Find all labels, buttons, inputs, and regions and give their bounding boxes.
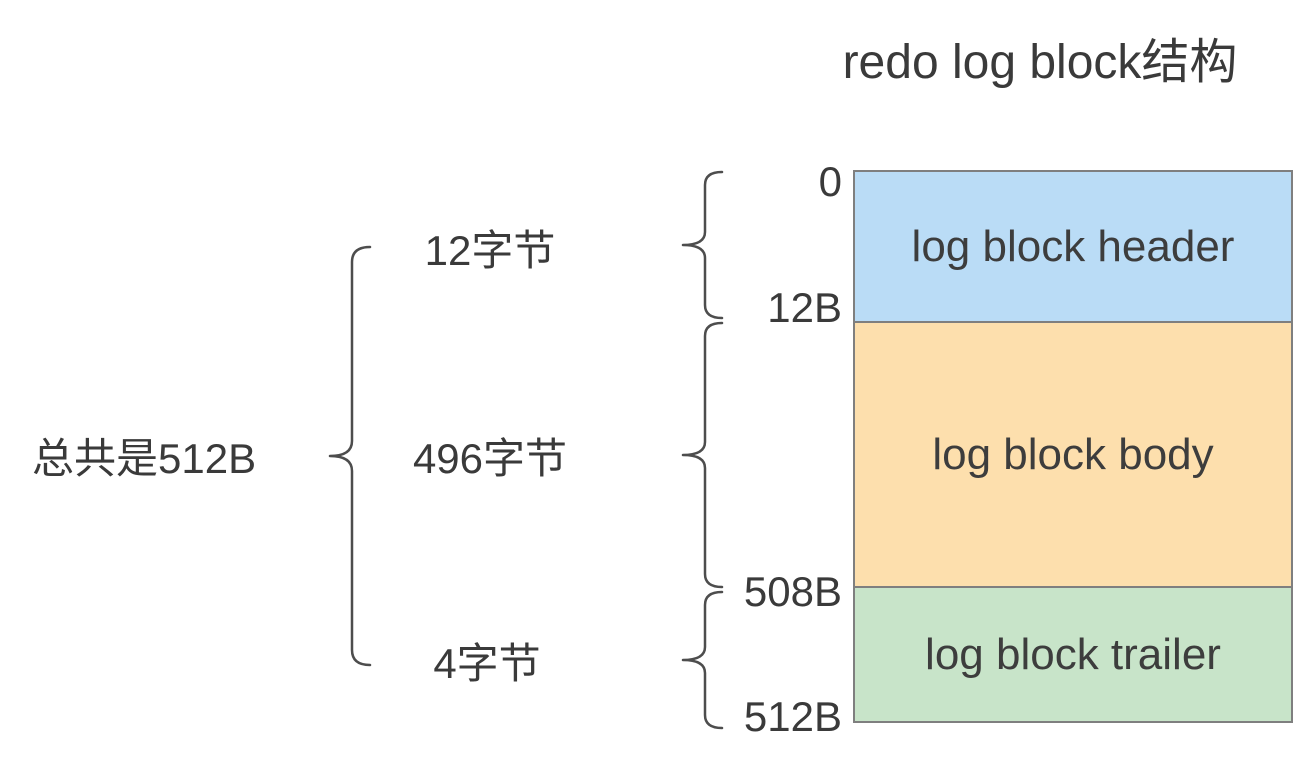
segment-label: log block header — [911, 221, 1235, 271]
offset-label-end: 512B — [743, 693, 842, 740]
diagram-title: redo log block结构 — [842, 36, 1238, 89]
segment-log-block-trailer: log block trailer — [855, 588, 1291, 721]
total-size-label: 总共是512B — [32, 435, 257, 482]
log-block-stack: log block header log block body log bloc… — [853, 170, 1293, 723]
segment-label: log block body — [932, 429, 1214, 479]
offset-label-after-header: 12B — [767, 284, 842, 331]
segment-log-block-body: log block body — [855, 321, 1291, 588]
offset-label-after-body: 508B — [743, 568, 842, 615]
body-size-label: 496字节 — [412, 435, 568, 482]
segment-label: log block trailer — [925, 629, 1221, 679]
trailer-size-label: 4字节 — [433, 640, 541, 687]
body-brace-icon — [681, 321, 724, 589]
header-size-label: 12字节 — [424, 227, 556, 274]
total-brace-icon — [328, 245, 372, 667]
offset-label-start: 0 — [818, 158, 842, 205]
segment-log-block-header: log block header — [855, 172, 1291, 321]
